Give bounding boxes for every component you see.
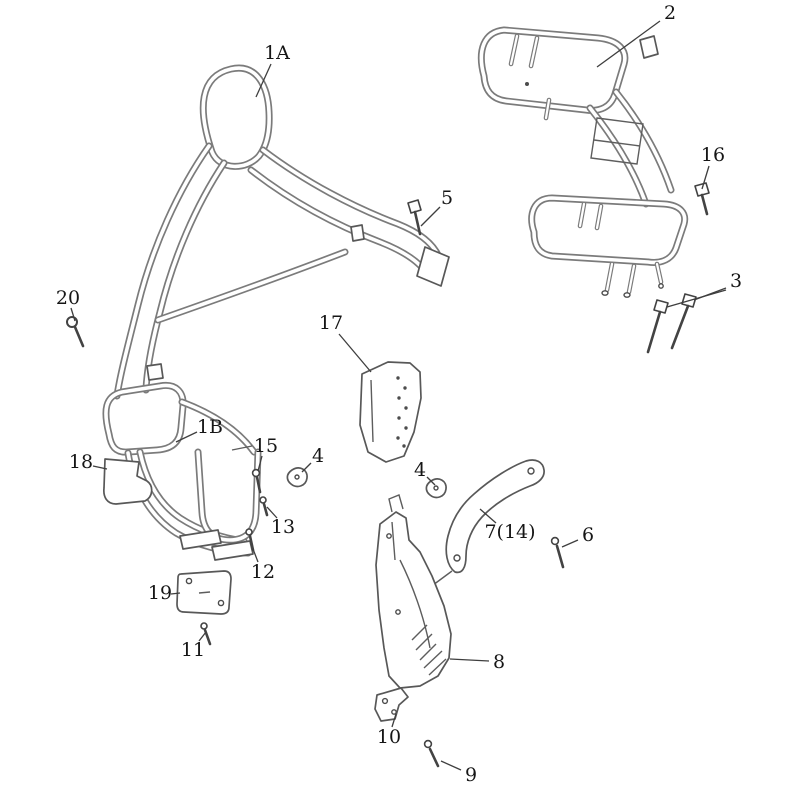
bracket-10 xyxy=(374,687,409,722)
leader-line xyxy=(92,465,108,470)
callout-17: 17 xyxy=(319,312,372,373)
bumper-foot-pad-right xyxy=(211,540,254,561)
callout-label: 5 xyxy=(441,187,453,209)
leader-line xyxy=(449,658,490,662)
leader-line xyxy=(561,539,579,548)
callout-5: 5 xyxy=(420,187,453,227)
callout-layer: 1A 2 16 5 3 20 17 1B 15 4 18 4 13 7(14) 6 12 19 11 8 10 9 xyxy=(56,2,742,786)
clamp-4-right xyxy=(425,478,447,499)
part-2-clip xyxy=(639,35,659,59)
leader-line xyxy=(266,506,278,519)
callout-1A: 1A xyxy=(255,42,290,98)
callout-4a: 4 xyxy=(301,445,324,473)
callout-label: 20 xyxy=(56,287,80,309)
leader-line xyxy=(175,431,198,443)
callout-label: 18 xyxy=(69,451,93,473)
front-bumper-assembly xyxy=(102,64,450,561)
bolt-3-lower xyxy=(646,299,669,354)
clamp-4-left xyxy=(286,467,308,488)
callout-label: 1B xyxy=(197,416,223,438)
bumper-foot-pad-left xyxy=(179,529,222,550)
callout-label: 7(14) xyxy=(484,521,535,543)
leader-line xyxy=(255,63,272,98)
callout-label: 15 xyxy=(254,435,278,457)
callout-label: 6 xyxy=(582,524,594,546)
callout-label: 16 xyxy=(701,144,725,166)
screw-6 xyxy=(550,536,565,569)
bolt-16 xyxy=(694,182,710,216)
pin-20 xyxy=(66,316,85,348)
callout-label: 9 xyxy=(465,764,477,786)
callout-label: 19 xyxy=(148,582,172,604)
callout-label: 12 xyxy=(251,561,275,583)
leader-line xyxy=(420,206,441,227)
bolt-5 xyxy=(407,199,422,236)
callout-6: 6 xyxy=(561,524,594,548)
screw-9 xyxy=(423,739,440,768)
bumper-flag-tab xyxy=(146,363,164,381)
leader-line xyxy=(301,462,312,473)
leader-line xyxy=(70,307,76,322)
part-18-bracket xyxy=(103,458,153,505)
callout-11: 11 xyxy=(181,631,207,661)
callout-4b: 4 xyxy=(414,459,436,486)
callout-label: 10 xyxy=(377,726,401,748)
leader-line xyxy=(666,289,727,308)
screw-13 xyxy=(259,496,269,517)
callout-label: 13 xyxy=(271,516,295,538)
callout-7_14: 7(14) xyxy=(479,508,536,543)
callout-20: 20 xyxy=(56,287,80,322)
callout-label: 11 xyxy=(181,639,205,661)
leader-line xyxy=(391,713,397,728)
leader-line xyxy=(596,20,661,68)
bumper-foot-plate xyxy=(416,246,450,287)
callout-18: 18 xyxy=(69,451,108,473)
leader-line xyxy=(701,165,710,190)
callout-label: 1A xyxy=(264,42,290,64)
panel-17 xyxy=(359,361,422,463)
panel-8 xyxy=(375,494,452,689)
bracket-7-14 xyxy=(428,459,545,589)
callout-label: 2 xyxy=(664,2,676,24)
callout-10: 10 xyxy=(377,713,401,748)
bumper-tab xyxy=(350,224,365,242)
leader-line xyxy=(252,548,259,563)
callout-8: 8 xyxy=(449,651,505,673)
callout-label: 17 xyxy=(319,312,343,334)
callout-3: 3 xyxy=(666,270,742,308)
callout-1B: 1B xyxy=(175,416,223,443)
rear-rack-assembly xyxy=(477,26,689,298)
screw-15 xyxy=(251,468,262,494)
callout-9: 9 xyxy=(440,760,477,786)
callout-label: 8 xyxy=(493,651,505,673)
leader-line xyxy=(440,760,462,771)
plate-19 xyxy=(176,570,232,615)
callout-13: 13 xyxy=(266,506,295,538)
callout-label: 4 xyxy=(312,445,324,467)
leader-line xyxy=(198,631,207,642)
callout-2: 2 xyxy=(596,2,676,68)
callout-19: 19 xyxy=(148,582,181,604)
leader-line xyxy=(170,592,181,595)
rack-ladder-frame xyxy=(590,117,644,165)
callout-15: 15 xyxy=(254,435,278,472)
leader-line xyxy=(426,476,436,486)
leader-line xyxy=(338,333,372,373)
callout-label: 4 xyxy=(414,459,426,481)
callout-16: 16 xyxy=(701,144,725,190)
screw-12 xyxy=(245,528,255,552)
leader-line xyxy=(479,508,497,524)
leader-line xyxy=(257,455,263,472)
callout-label: 3 xyxy=(730,270,742,292)
callout-12: 12 xyxy=(251,548,275,583)
